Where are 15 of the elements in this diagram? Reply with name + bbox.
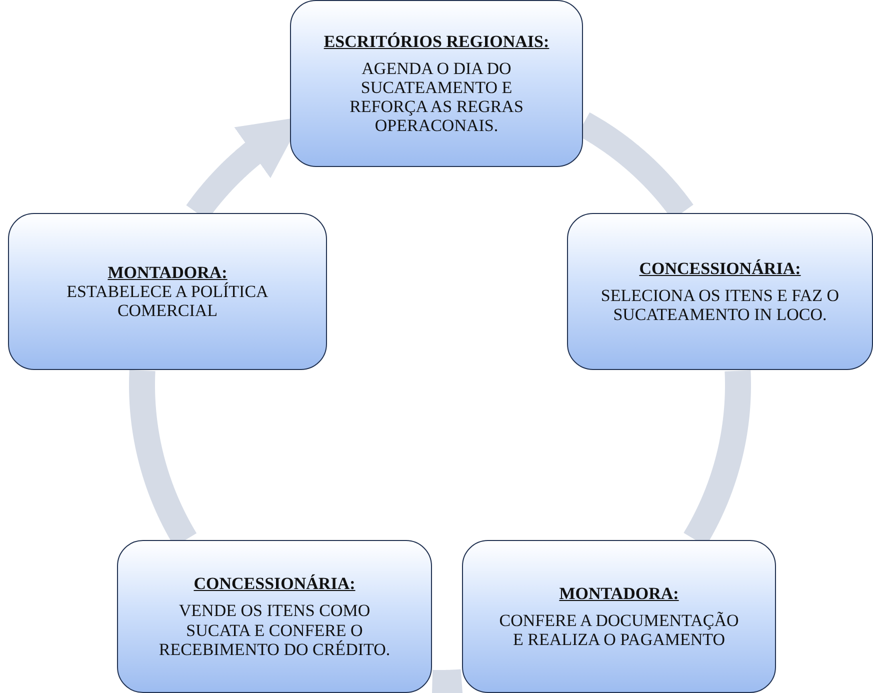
box-text: AGENDA O DIA DO SUCATEAMENTO E REFORÇA AS REGRAS OPERACONAIS. — [348, 58, 524, 136]
process-box — [290, 0, 583, 167]
box-text: ESTABELECE A POLÍTICA COMERCIAL — [66, 282, 270, 320]
box-heading: MONTADORA: — [559, 584, 679, 603]
box-heading: ESCRITÓRIOS REGIONAIS: — [324, 32, 550, 51]
process-box — [567, 213, 873, 370]
box-heading: CONCESSIONÁRIA: — [639, 258, 801, 278]
box-heading: MONTADORA: — [108, 262, 228, 282]
process-box — [117, 540, 432, 693]
box-text: SELECIONA OS ITENS E FAZ O SUCATEAMENTO IN LOCO. — [600, 286, 840, 324]
box-text: VENDE OS ITENS COMO SUCATA E CONFERE O RECEBIMENTO DO CRÉDITO. — [158, 601, 392, 659]
box-text: CONFERE A DOCUMENTAÇÃO E REALIZA O PAGAMENTO — [498, 610, 740, 650]
process-box — [8, 213, 327, 370]
process-box — [462, 540, 776, 693]
box-heading: CONCESSIONÁRIA: — [194, 574, 356, 594]
